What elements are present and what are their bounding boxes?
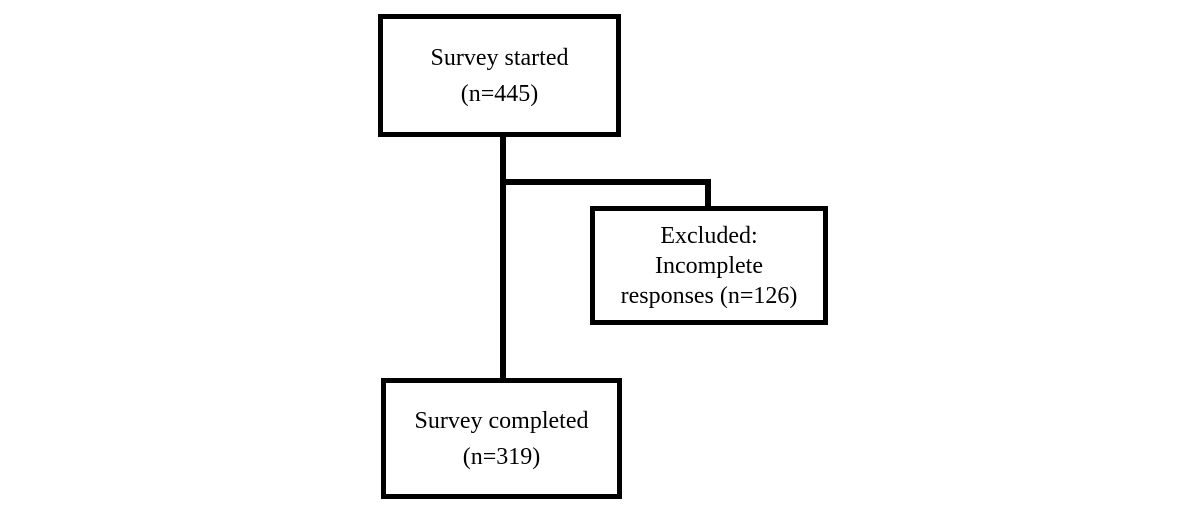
flowchart-node-excluded: Excluded: Incomplete responses (n=126) (590, 206, 828, 325)
excluded-label: Excluded: (660, 222, 758, 249)
survey-completed-label: Survey completed (414, 407, 589, 434)
excluded-reason: Incomplete (655, 252, 763, 279)
flowchart-node-survey-started: Survey started (n=445) (378, 14, 621, 137)
connector-horizontal-branch (500, 179, 711, 185)
survey-completed-count: (n=319) (462, 443, 541, 470)
connector-vertical-drop (705, 179, 711, 206)
survey-started-count: (n=445) (460, 80, 539, 107)
connector-vertical-trunk (500, 137, 506, 378)
excluded-count: responses (n=126) (620, 282, 798, 309)
flowchart-node-survey-completed: Survey completed (n=319) (381, 378, 622, 499)
survey-started-label: Survey started (430, 44, 569, 71)
